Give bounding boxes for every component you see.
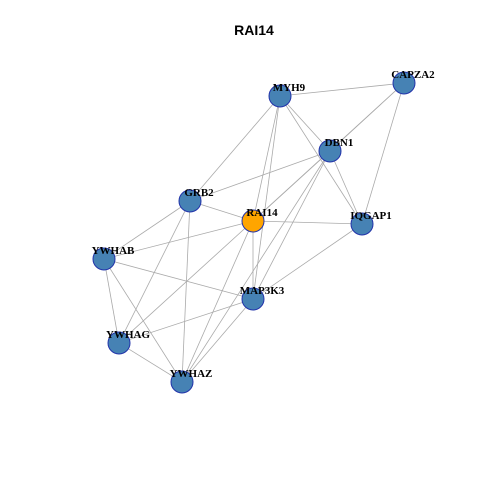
node-label-capza2: CAPZA2 — [391, 69, 435, 81]
edge-dbn1-iqgap1 — [329, 150, 363, 225]
node-label-myh9: MYH9 — [273, 82, 306, 94]
edge-capza2-iqgap1 — [361, 82, 405, 225]
edge-map3k3-ywhaz — [181, 298, 254, 383]
node-grb2 — [178, 189, 202, 213]
node-ywhaz — [170, 370, 194, 394]
node-label-grb2: GRB2 — [184, 187, 214, 199]
edge-myh9-grb2 — [189, 95, 281, 202]
node-dbn1 — [318, 139, 342, 163]
edge-myh9-iqgap1 — [279, 95, 363, 225]
edge-grb2-ywhab — [103, 200, 191, 260]
edge-dbn1-grb2 — [189, 150, 331, 202]
edge-rai14-iqgap1 — [252, 220, 363, 225]
edge-map3k3-ywhag — [118, 298, 254, 344]
edge-grb2-ywhaz — [181, 200, 191, 383]
edge-grb2-ywhag — [118, 200, 191, 344]
node-myh9 — [268, 84, 292, 108]
edge-myh9-map3k3 — [252, 95, 281, 300]
node-iqgap1 — [350, 212, 374, 236]
node-label-ywhag: YWHAG — [106, 329, 150, 341]
node-ywhag — [107, 331, 131, 355]
node-capza2 — [392, 71, 416, 95]
diagram-title: RAI14 — [234, 22, 274, 38]
edge-rai14-ywhag — [118, 220, 254, 344]
edge-iqgap1-map3k3 — [252, 223, 363, 300]
edge-ywhab-ywhag — [103, 258, 120, 344]
edge-rai14-ywhaz — [181, 220, 254, 383]
edge-myh9-capza2 — [279, 82, 405, 97]
node-layer — [92, 71, 416, 394]
edge-myh9-dbn1 — [279, 95, 331, 152]
edge-dbn1-map3k3 — [252, 150, 331, 300]
edge-rai14-ywhab — [103, 220, 254, 260]
node-label-dbn1: DBN1 — [325, 137, 354, 149]
node-label-iqgap1: IQGAP1 — [350, 210, 392, 222]
edge-ywhag-ywhaz — [118, 342, 183, 383]
node-label-ywhaz: YWHAZ — [170, 368, 213, 380]
node-label-map3k3: MAP3K3 — [240, 285, 285, 297]
edge-ywhab-ywhaz — [103, 258, 183, 383]
node-label-rai14: RAI14 — [246, 207, 278, 219]
edge-dbn1-rai14 — [252, 150, 331, 222]
edge-dbn1-ywhaz — [181, 150, 331, 383]
edge-myh9-rai14 — [252, 95, 281, 222]
node-rai14 — [241, 209, 265, 233]
edge-layer — [103, 82, 405, 383]
edge-ywhab-map3k3 — [103, 258, 254, 300]
node-ywhab — [92, 247, 116, 271]
node-label-ywhab: YWHAB — [92, 245, 135, 257]
node-map3k3 — [241, 287, 265, 311]
